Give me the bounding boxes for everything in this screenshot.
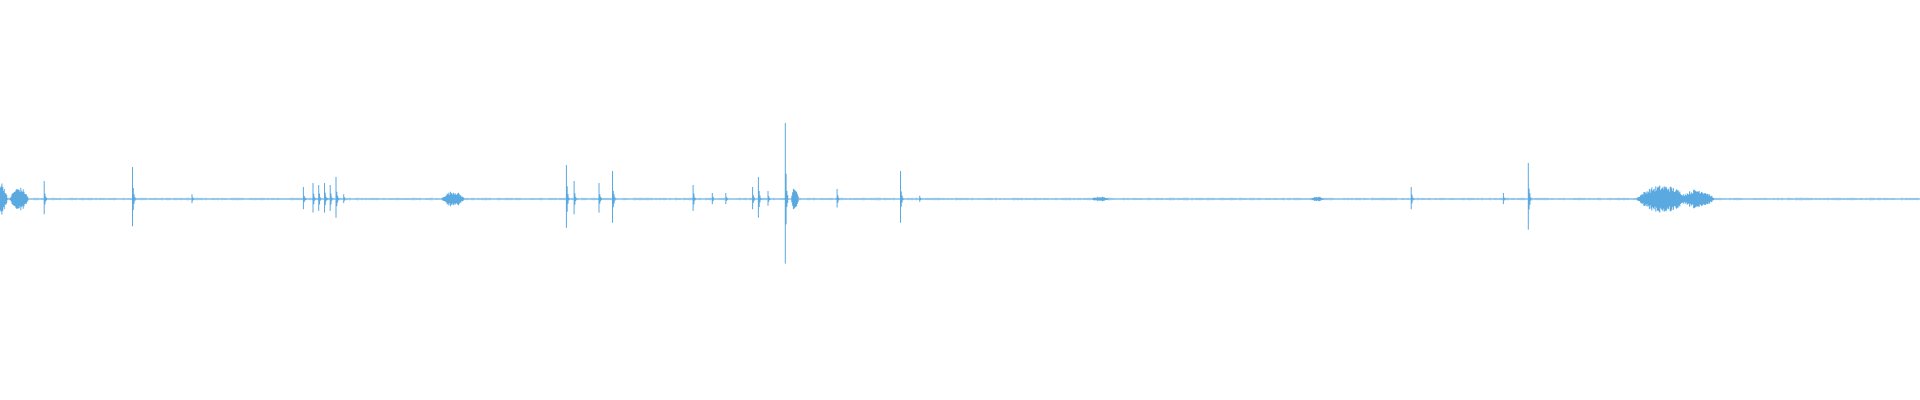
waveform-event-3 (132, 167, 136, 227)
waveform-event-4 (191, 194, 196, 204)
waveform-event-22 (767, 191, 772, 206)
waveform-event-34 (1680, 189, 1715, 209)
waveform-event-7 (318, 185, 322, 211)
waveform-event-1 (9, 187, 29, 211)
waveform-event-6 (312, 183, 316, 213)
waveform-event-11 (343, 194, 348, 204)
waveform-event-19 (725, 193, 730, 205)
waveform-event-13 (565, 165, 570, 228)
waveform-event-0 (0, 183, 8, 215)
waveform-event-25 (836, 189, 840, 208)
waveform-event-26 (900, 171, 904, 223)
waveform-event-15 (598, 183, 602, 213)
waveform-event-29 (1309, 196, 1326, 202)
waveform-event-9 (329, 185, 334, 211)
waveform-event-17 (692, 185, 696, 211)
waveform-event-16 (612, 171, 616, 223)
waveform-event-5 (302, 187, 307, 210)
waveform-event-10 (335, 177, 339, 218)
waveform-events (0, 123, 1919, 264)
waveform-event-18 (711, 193, 716, 205)
waveform-event-14 (573, 181, 578, 215)
waveform-event-12 (441, 191, 465, 207)
waveform-event-27 (919, 195, 924, 202)
waveform-event-28 (1090, 196, 1110, 202)
waveform-event-31 (1502, 193, 1507, 205)
waveform-event-23 (784, 123, 789, 264)
waveform-event-32 (1527, 163, 1532, 230)
waveform-event-24 (791, 188, 799, 210)
waveform-event-2 (43, 181, 48, 215)
waveform-event-21 (757, 177, 762, 218)
waveform-event-20 (752, 187, 756, 210)
waveform-event-8 (324, 183, 328, 213)
waveform-event-30 (1410, 187, 1415, 210)
